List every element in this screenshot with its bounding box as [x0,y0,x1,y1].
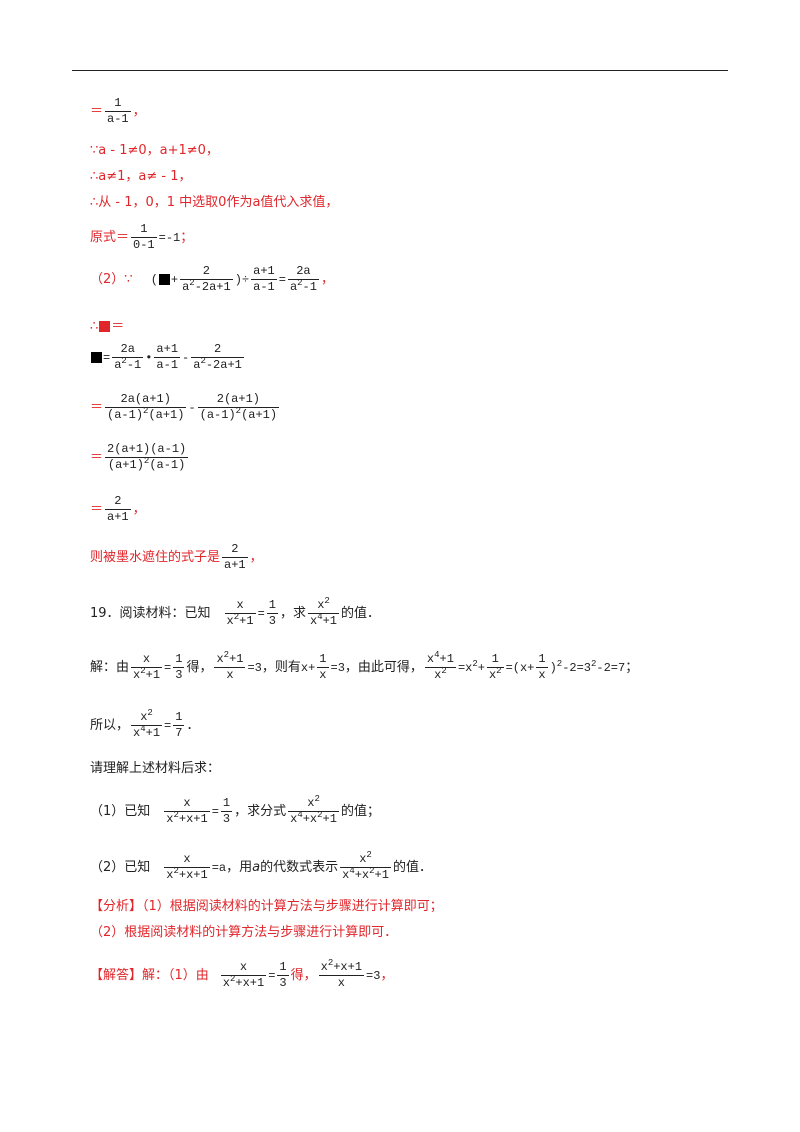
analysis-1: 【分析】（1）根据阅读材料的计算方法与步骤进行计算即可； [90,899,443,914]
condition-because: ∵a - 1≠0，a+1≠0， [90,143,219,158]
step2: ＝2a(a+1)(a-1)2(a+1)-2(a+1)(a-1)2(a+1) [90,392,280,422]
step3: ＝2(a+1)(a-1)(a+1)2(a-1) [90,442,189,472]
ink-blot-icon [91,352,102,363]
header-rule [72,70,728,71]
therefore-blot: ∴＝ [90,319,125,334]
q19-please: 请理解上述材料后求： [90,761,221,776]
ink-blot-icon [99,321,111,332]
eval-label: 原式＝ [90,230,130,245]
part2-label: （2）∵ [90,272,133,287]
ink-blot-icon [158,274,170,285]
analysis-2: （2）根据阅读材料的计算方法与步骤进行计算即可． [90,925,398,940]
condition-therefore: ∴a≠1，a≠ - 1， [90,169,192,184]
choose-value: ∴从 - 1，0，1 中选取0作为a值代入求值， [90,195,339,210]
